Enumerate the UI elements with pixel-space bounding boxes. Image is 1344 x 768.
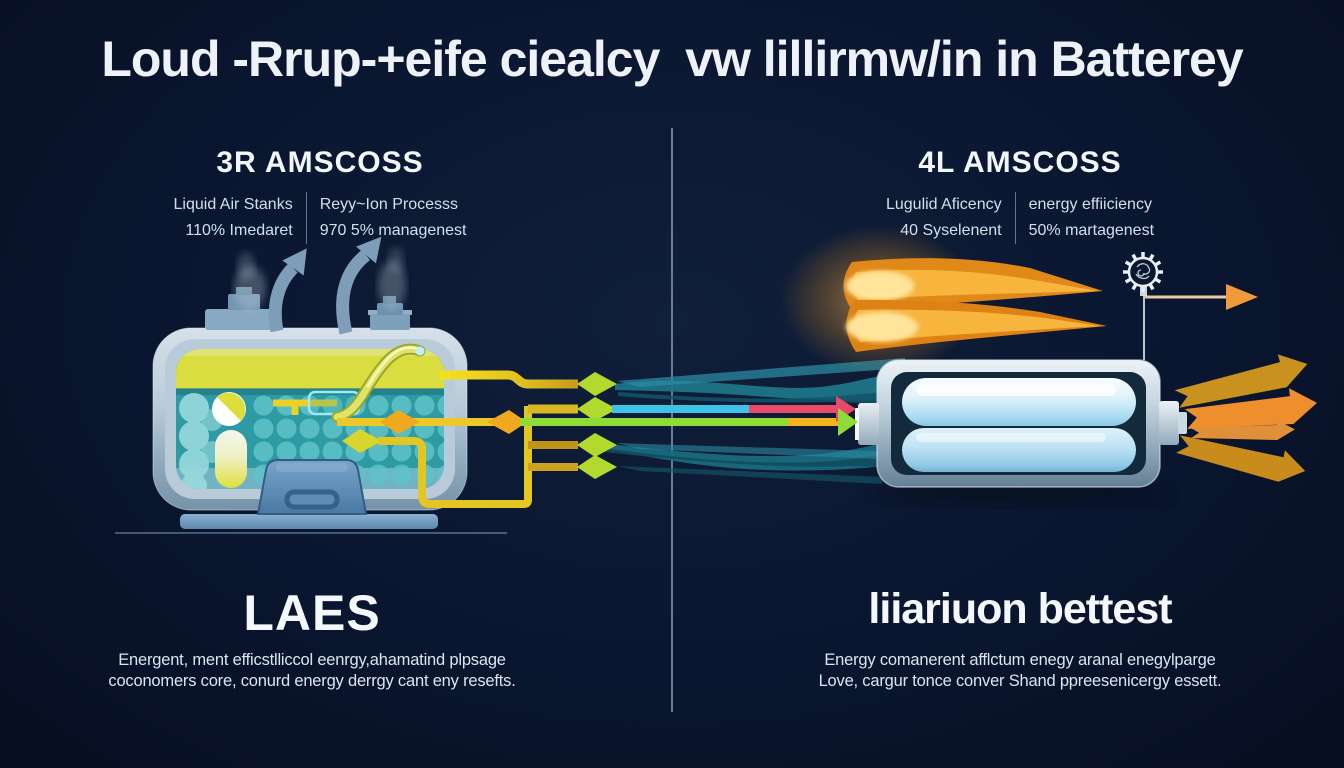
- stat-line: 50% martagenest: [1028, 222, 1155, 239]
- battery-heading: liiariuon bettest: [868, 585, 1172, 633]
- battery-description: Energy comanerent afflctum enegy aranal …: [770, 650, 1270, 691]
- steam-puffs: [234, 247, 406, 310]
- left-stats: Liquid Air Stanks 110% Imedaret Reyy~Ion…: [120, 192, 520, 244]
- stat-line: 110% Imedaret: [185, 222, 293, 239]
- stat-line: energy effiiciency: [1028, 196, 1152, 213]
- large-bubbles: [179, 393, 223, 489]
- battery-illustration: [855, 359, 1187, 507]
- laes-tank-illustration: [115, 236, 507, 534]
- laes-heading: LAES: [243, 585, 381, 641]
- page-title: Loud -Rrup-+eife ciealcy vw lillirmw/in …: [101, 31, 1243, 87]
- laes-description: Energent, ment efficstlliccol eenrgy,aha…: [62, 650, 562, 691]
- left-column-heading: 3R AMSCOSS: [216, 146, 424, 179]
- stat-line: 40 Syselenent: [900, 222, 1002, 239]
- energy-output-arrow-icon: [1174, 354, 1318, 482]
- pipe-network: [337, 370, 841, 508]
- left-stats-col2: Reyy~Ion Processs 970 5% managenest: [307, 192, 467, 244]
- right-stats: Lugulid Aficency 40 Syselenent energy ef…: [820, 192, 1220, 244]
- description-line: Energy comanerent afflctum enegy aranal …: [824, 651, 1216, 669]
- right-stats-col2: energy effiiciency 50% martagenest: [1016, 192, 1154, 244]
- hose: [331, 343, 426, 423]
- gear-icon: [1123, 252, 1163, 292]
- right-column-heading: 4L AMSCOSS: [918, 146, 1122, 179]
- right-stats-col1: Lugulid Aficency 40 Syselenent: [886, 192, 1016, 244]
- steam-arrow-icon: [268, 236, 382, 335]
- left-stats-col1: Liquid Air Stanks 110% Imedaret: [174, 192, 307, 244]
- stat-line: Reyy~Ion Processs: [319, 196, 458, 213]
- description-line: coconomers core, conurd energy derrgy ca…: [108, 671, 516, 690]
- diamond-arrow-icon: [577, 372, 617, 479]
- description-line: Love, cargur tonce conver Shand ppreesen…: [818, 671, 1222, 690]
- flow-arrowheads: [836, 396, 858, 436]
- gear-connector: [1140, 284, 1258, 360]
- stat-line: Liquid Air Stanks: [173, 196, 293, 213]
- flame-icon: [780, 225, 1107, 375]
- description-line: Energent, ment efficstlliccol eenrgy,aha…: [118, 651, 506, 669]
- stat-line: Lugulid Aficency: [885, 196, 1002, 213]
- stat-line: 970 5% managenest: [319, 222, 467, 239]
